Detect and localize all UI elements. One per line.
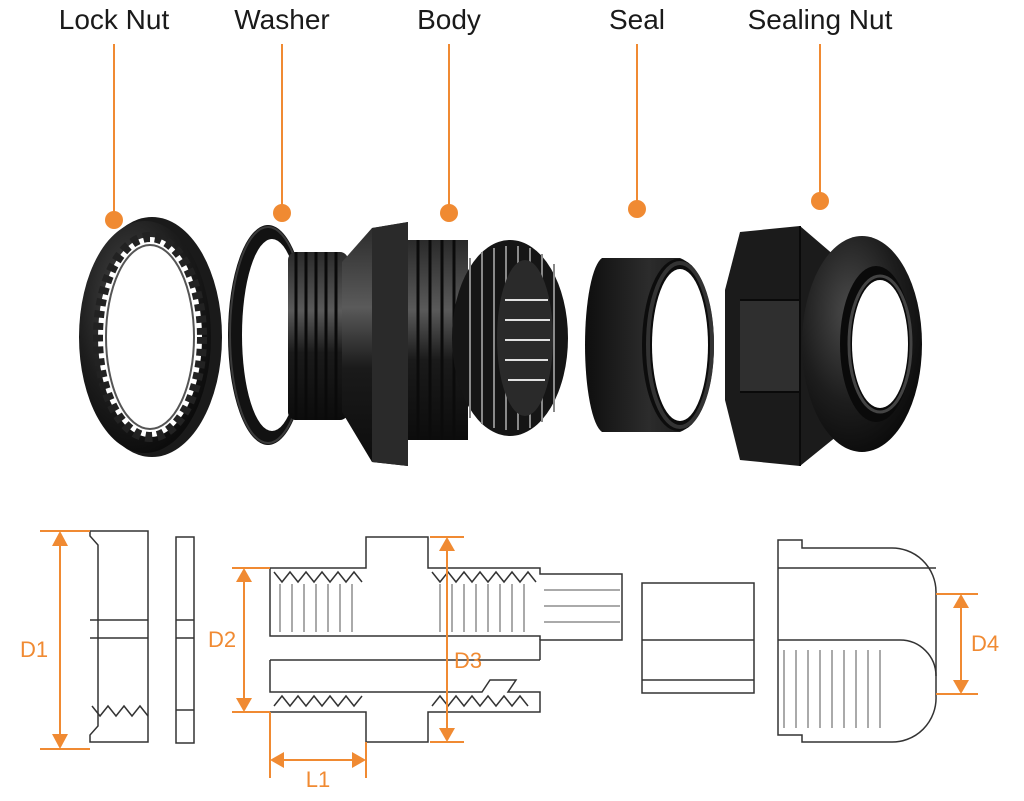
sealing-nut-part — [725, 226, 922, 466]
seal-part — [585, 258, 714, 432]
leader-lines — [113, 44, 821, 215]
dimension-lines — [40, 530, 978, 778]
drawing-sealing-nut — [777, 539, 937, 743]
dim-label-d1: D1 — [19, 637, 49, 662]
dim-label-l1: L1 — [305, 767, 331, 792]
label-lock-nut: Lock Nut — [58, 4, 170, 35]
label-washer: Washer — [234, 4, 330, 35]
technical-drawing — [89, 530, 937, 744]
dimension-d2 — [232, 567, 270, 713]
dimension-d1 — [40, 530, 90, 750]
body-part — [288, 222, 568, 466]
dot-sealing-nut — [811, 192, 829, 210]
dot-lock-nut — [105, 211, 123, 229]
drawing-washer — [175, 536, 195, 744]
dot-seal — [628, 200, 646, 218]
dim-label-d4: D4 — [970, 631, 1000, 656]
drawing-body — [269, 536, 623, 743]
label-sealing-nut: Sealing Nut — [747, 4, 893, 35]
drawing-lock-nut — [89, 530, 149, 743]
leader-dots — [105, 192, 829, 229]
drawing-seal — [641, 582, 755, 694]
dim-label-d3: D3 — [453, 648, 483, 673]
lock-nut-part — [79, 217, 222, 457]
label-seal: Seal — [608, 4, 666, 35]
dimension-d4 — [936, 593, 978, 695]
dimension-l1 — [269, 712, 367, 778]
dot-body — [440, 204, 458, 222]
dimension-d3 — [430, 536, 464, 743]
label-body: Body — [417, 4, 481, 35]
dot-washer — [273, 204, 291, 222]
dim-label-d2: D2 — [207, 627, 237, 652]
